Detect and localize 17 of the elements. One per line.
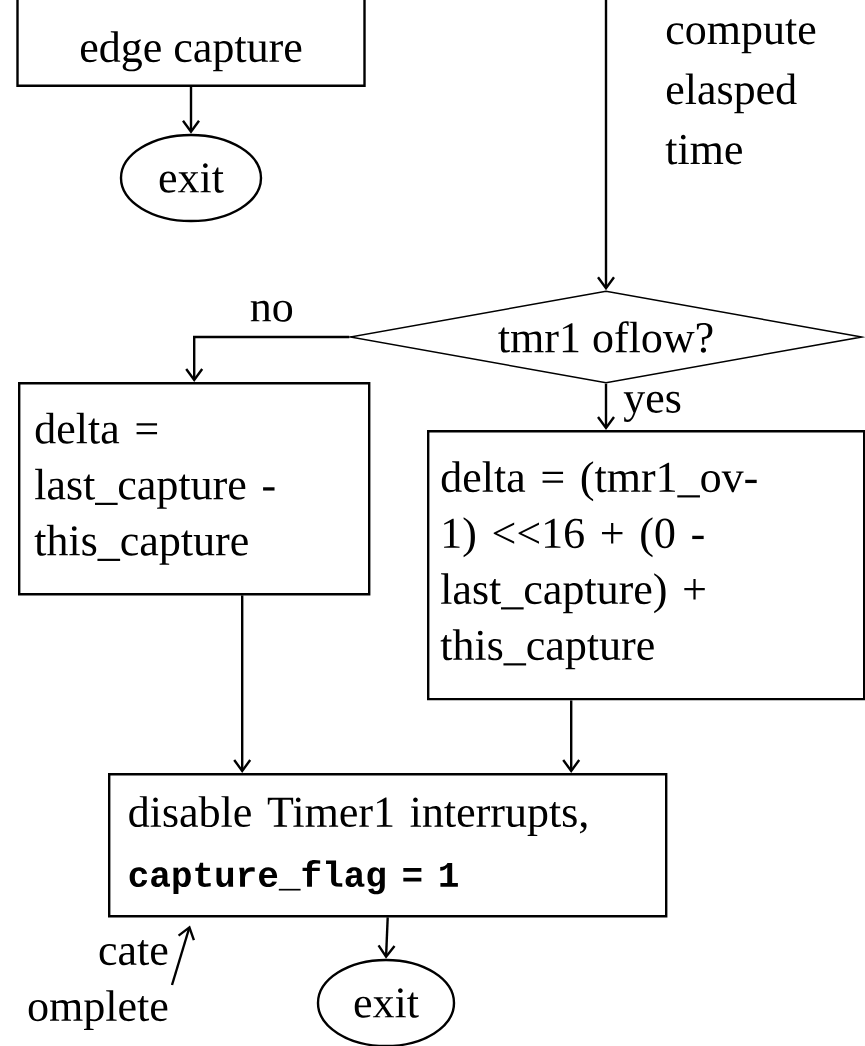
process-box: delta = last_capture - this_capture bbox=[18, 382, 371, 596]
arrow bbox=[597, 0, 615, 291]
arrow bbox=[185, 335, 350, 382]
arrow bbox=[233, 595, 252, 773]
process-box: delta = (tmr1_ov-1) <<16 + (0 - last_capture) + this_capture bbox=[427, 430, 865, 701]
arrow bbox=[597, 383, 615, 430]
process-box: disable Timer1 interrupts, capture_flag = 1 bbox=[108, 773, 668, 918]
arrow bbox=[377, 917, 396, 959]
annotation-text: compute elasped time bbox=[665, 19, 816, 165]
edge-label: yes bbox=[621, 389, 684, 424]
arrow bbox=[170, 925, 196, 986]
note-text: cate omplete bbox=[28, 939, 168, 1031]
arrow bbox=[562, 700, 581, 773]
process-box: edge capture bbox=[16, 0, 366, 87]
edge-label: no bbox=[247, 298, 296, 324]
terminal-oval: exit bbox=[119, 133, 263, 223]
arrow bbox=[182, 87, 200, 134]
